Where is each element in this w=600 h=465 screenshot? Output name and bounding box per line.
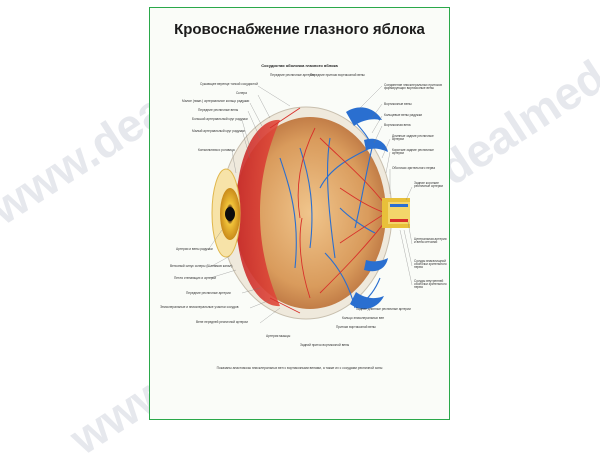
label-right-10: Сосуды влагалищной оболочки зрительного …: [414, 259, 447, 270]
label-bottom-1: Задние длинные ресничные артерии: [356, 307, 411, 311]
label-left-3: Малое (нижн.) артериальное кольцо радужк…: [182, 99, 250, 103]
label-left-12: Эписклеральные и эписклеральные участки …: [160, 305, 239, 309]
label-left-8: Артерии и вены радужки: [176, 247, 213, 251]
footnote: Показаны анастомозы эписклеральных вен с…: [216, 366, 383, 370]
label-bottom-4: Задний приток вортикозной вены: [300, 343, 350, 347]
leader-lines-right: [359, 85, 413, 286]
label-right-11: Сосуды внутренней оболочки зрительного н…: [414, 279, 447, 290]
label-left-11: Передние ресничные артерии: [186, 291, 231, 295]
poster: Кровоснабжение глазного яблока Сосудиста…: [149, 7, 450, 420]
label-left-5: Большой артериальный круг радужки: [192, 117, 248, 121]
label-left-10: Петля стенающих и артерий: [174, 276, 217, 280]
label-left-4: Передние ресничные вены: [198, 108, 239, 112]
label-top-2: Передние притоки вортикозной вены: [310, 73, 365, 77]
label-right-1: Соединение эписклеральных притоков форми…: [384, 83, 442, 91]
label-right-5: Длинные задние ресничные артерии: [392, 134, 434, 142]
label-left-7: Конъюнктива и роговица: [198, 148, 235, 152]
eye-diagram: [207, 85, 413, 324]
label-right-4: Вортикозная вена: [384, 123, 411, 127]
label-top-1: Передние ресничные артерии: [270, 73, 315, 77]
label-right-8: Задние короткие ресничные артерии: [414, 181, 444, 189]
leader-lines-left: [207, 85, 291, 324]
label-left-6: Малый артериальный круг радужки: [192, 129, 245, 133]
optic-nerve: [382, 198, 410, 228]
label-bottom-3: Притоки вортикозной вены: [336, 325, 376, 329]
label-left-2: Склера: [236, 91, 247, 95]
label-right-3: Кольцевые вены радужки: [384, 113, 422, 117]
vortex-veins: [346, 107, 388, 310]
label-bottom-5: Артерия мышцы: [266, 334, 291, 338]
label-right-7: Оболочки зрительного нерва: [392, 166, 435, 170]
poster-subtitle: Сосудистая оболочка глазного яблока: [261, 63, 338, 68]
label-right-9: Центральная артерия и вена сетчатки: [414, 237, 447, 245]
label-left-9: Венозный синус склеры (Шлеммов канал): [170, 264, 233, 268]
label-left-1: Сужающее веренце тонкой сосудистой: [200, 82, 258, 86]
artery-network: [269, 107, 389, 314]
label-bottom-2: Кольцо эписклеральных вен: [342, 316, 385, 320]
ciliary-body: [236, 119, 280, 307]
label-right-2: Вортикозные вены: [384, 102, 412, 106]
poster-title: Кровоснабжение глазного яблока: [174, 21, 425, 38]
label-right-6: Короткие задние ресничные артерии: [392, 148, 434, 156]
pupil: [225, 207, 235, 221]
label-left-13: Вене передней ресничной артерии: [196, 320, 248, 324]
